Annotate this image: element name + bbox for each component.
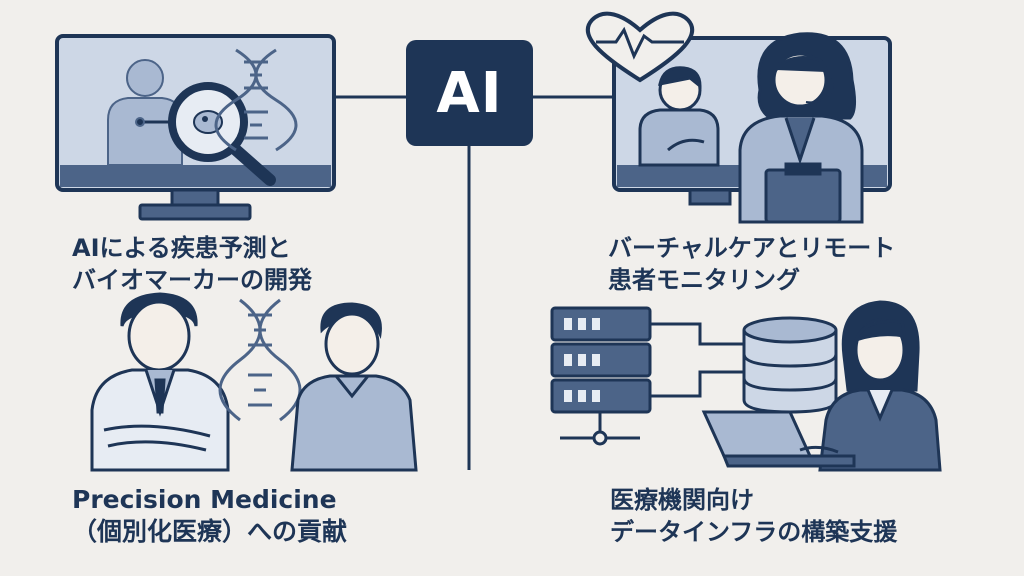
caption-line: 医療機関向け [610, 486, 754, 514]
dna-icon [214, 48, 298, 152]
server-rack-icon [550, 306, 652, 446]
heart-rate-icon [585, 11, 695, 83]
ai-center-node: AI [406, 40, 533, 146]
patient-on-screen-icon [638, 66, 720, 167]
doctor-icon [90, 292, 230, 472]
caption-line: AIによる疾患予測と [72, 234, 291, 262]
patient-silhouette-icon [107, 59, 183, 166]
laptop-icon [701, 410, 856, 468]
caption-disease-prediction: AIによる疾患予測と バイオマーカーの開発 [72, 232, 312, 296]
caption-line: 患者モニタリング [608, 266, 800, 294]
caption-line: Precision Medicine [72, 485, 337, 514]
caption-line: バーチャルケアとリモート [608, 234, 896, 262]
caption-line: データインフラの構築支援 [610, 518, 898, 546]
connector-lines [334, 95, 614, 470]
caption-virtual-care: バーチャルケアとリモート 患者モニタリング [608, 232, 895, 296]
database-icon [742, 316, 838, 414]
caption-precision-medicine: Precision Medicine （個別化医療）への貢献 [72, 484, 347, 548]
caption-line: （個別化医療）への貢献 [72, 517, 348, 546]
patient-icon [290, 302, 418, 472]
ai-center-label: AI [436, 60, 503, 126]
dna-icon [218, 298, 302, 422]
network-lines [650, 322, 744, 398]
woman-with-laptop-icon [818, 300, 942, 472]
clipboard-icon [764, 162, 842, 224]
caption-line: バイオマーカーの開発 [72, 266, 312, 294]
caption-data-infrastructure: 医療機関向け データインフラの構築支援 [610, 484, 897, 548]
